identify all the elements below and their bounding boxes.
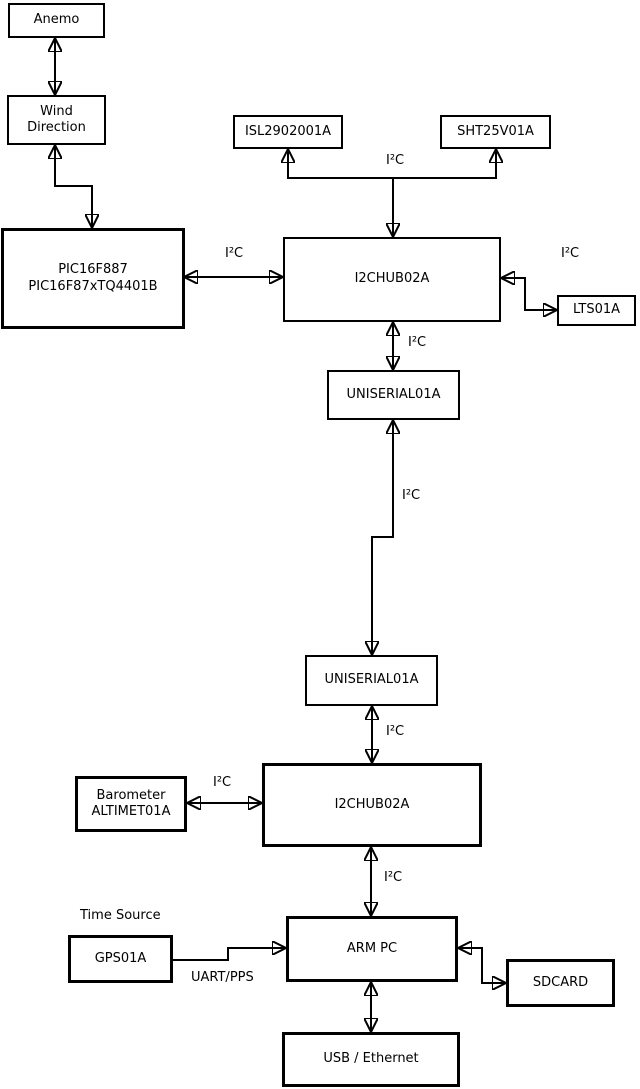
edge-uniserialtop-uniserialbottom [372, 420, 393, 655]
node-arm-pc: ARM PC [286, 916, 458, 982]
node-gps01a: GPS01A [68, 935, 173, 983]
node-wind-direction: Wind Direction [7, 95, 106, 145]
edge-label-i2c-hub-uniserial: I²C [408, 335, 427, 350]
node-i2chub02a-upper: I2CHUB02A [283, 237, 501, 322]
edge-label-i2c-uniserial-hub2: I²C [386, 724, 405, 739]
node-pic16f887: PIC16F887 PIC16F87xTQ4401B [1, 228, 185, 329]
edge-label-i2c-hub2-armpc: I²C [384, 870, 403, 885]
edge-label-i2c-lts: I²C [561, 246, 580, 261]
edge-label-i2c-sensors: I²C [386, 153, 405, 168]
edge-label-i2c-uniserial-link: I²C [402, 488, 421, 503]
node-usb-ethernet: USB / Ethernet [282, 1032, 460, 1087]
node-barometer-altimet01a: Barometer ALTIMET01A [75, 776, 187, 832]
edge-label-i2c-barometer: I²C [213, 775, 232, 790]
edge-gps-armpc [173, 948, 286, 961]
node-i2chub02a-lower: I2CHUB02A [262, 763, 482, 847]
edge-label-i2c-pic-hub: I²C [225, 246, 244, 261]
node-anemo: Anemo [8, 3, 105, 38]
edge-i2chubtop-lts [501, 278, 557, 310]
node-uniserial01a-lower: UNISERIAL01A [305, 655, 438, 706]
node-sdcard: SDCARD [506, 959, 615, 1007]
node-uniserial01a-upper: UNISERIAL01A [327, 370, 460, 420]
node-isl2902001a: ISL2902001A [233, 115, 343, 149]
edge-winddirection-pic [55, 145, 92, 228]
node-sht25v01a: SHT25V01A [440, 115, 551, 149]
edge-label-uart-pps: UART/PPS [191, 970, 254, 985]
node-lts01a: LTS01A [557, 295, 636, 326]
edge-armpc-sdcard [458, 948, 506, 983]
time-source-caption: Time Source [80, 908, 161, 923]
